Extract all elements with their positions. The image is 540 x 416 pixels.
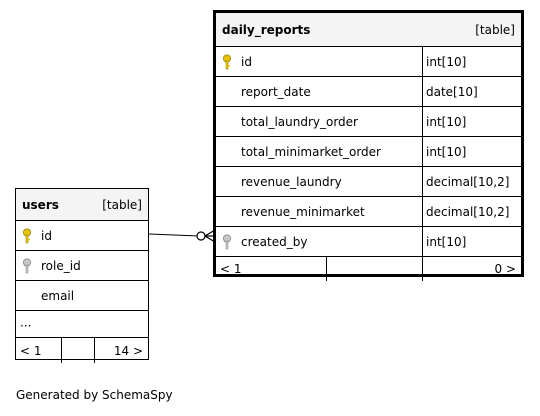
more-columns-row: ... [16,311,148,338]
children-count[interactable]: 14 > [113,343,143,358]
column-row-id[interactable]: id [16,221,148,251]
column-type: int[10] [422,47,466,76]
footer-divider [326,257,327,281]
column-name: revenue_minimarket [241,204,365,219]
table-type: [table] [102,197,142,212]
column-row-revenue-laundry[interactable]: revenue_laundry decimal[10,2] [216,167,521,197]
table-header: users [table] [16,189,148,221]
column-type: decimal[10,2] [422,167,509,196]
column-name: role_id [41,258,81,273]
column-row-total-laundry-order[interactable]: total_laundry_order int[10] [216,107,521,137]
column-type: int[10] [422,227,466,256]
primary-key-icon [223,54,231,69]
more-columns-ellipsis: ... [20,315,32,330]
table-type: [table] [475,22,515,37]
footer-divider [61,338,62,363]
column-row-report-date[interactable]: report_date date[10] [216,77,521,107]
table-footer: < 1 14 > [16,338,148,363]
column-name: created_by [241,234,308,249]
column-type: int[10] [422,107,466,136]
column-type: int[10] [422,137,466,166]
table-name[interactable]: users [22,197,59,212]
column-row-total-minimarket-order[interactable]: total_minimarket_order int[10] [216,137,521,167]
column-name: revenue_laundry [241,174,342,189]
parents-count[interactable]: < 1 [220,262,242,276]
zero-many-circle-icon [196,231,206,241]
footer-divider [94,338,95,363]
generated-by-credit: Generated by SchemaSpy [16,388,173,402]
column-name: id [41,228,52,243]
children-count[interactable]: 0 > [494,262,516,276]
footer-divider [422,257,423,281]
column-row-id[interactable]: id int[10] [216,47,521,77]
table-header: daily_reports [table] [216,13,521,47]
column-row-role-id[interactable]: role_id [16,251,148,281]
column-type: date[10] [422,77,478,106]
column-name: report_date [241,84,311,99]
column-name: total_laundry_order [241,114,358,129]
foreign-key-icon [223,234,231,249]
parents-count[interactable]: < 1 [20,343,42,358]
primary-key-icon [23,228,31,243]
column-name: total_minimarket_order [241,144,381,159]
column-name: email [41,288,75,303]
column-row-email[interactable]: email [16,281,148,311]
table-footer: < 1 0 > [216,257,521,281]
users-table[interactable]: users [table] id role_id email ... < 1 1… [15,188,149,363]
table-name[interactable]: daily_reports [222,22,311,37]
column-type: decimal[10,2] [422,197,509,226]
column-row-revenue-minimarket[interactable]: revenue_minimarket decimal[10,2] [216,197,521,227]
column-row-created-by[interactable]: created_by int[10] [216,227,521,257]
daily-reports-table[interactable]: daily_reports [table] id int[10] report_… [213,10,524,281]
foreign-key-icon [23,258,31,273]
column-name: id [241,54,252,69]
